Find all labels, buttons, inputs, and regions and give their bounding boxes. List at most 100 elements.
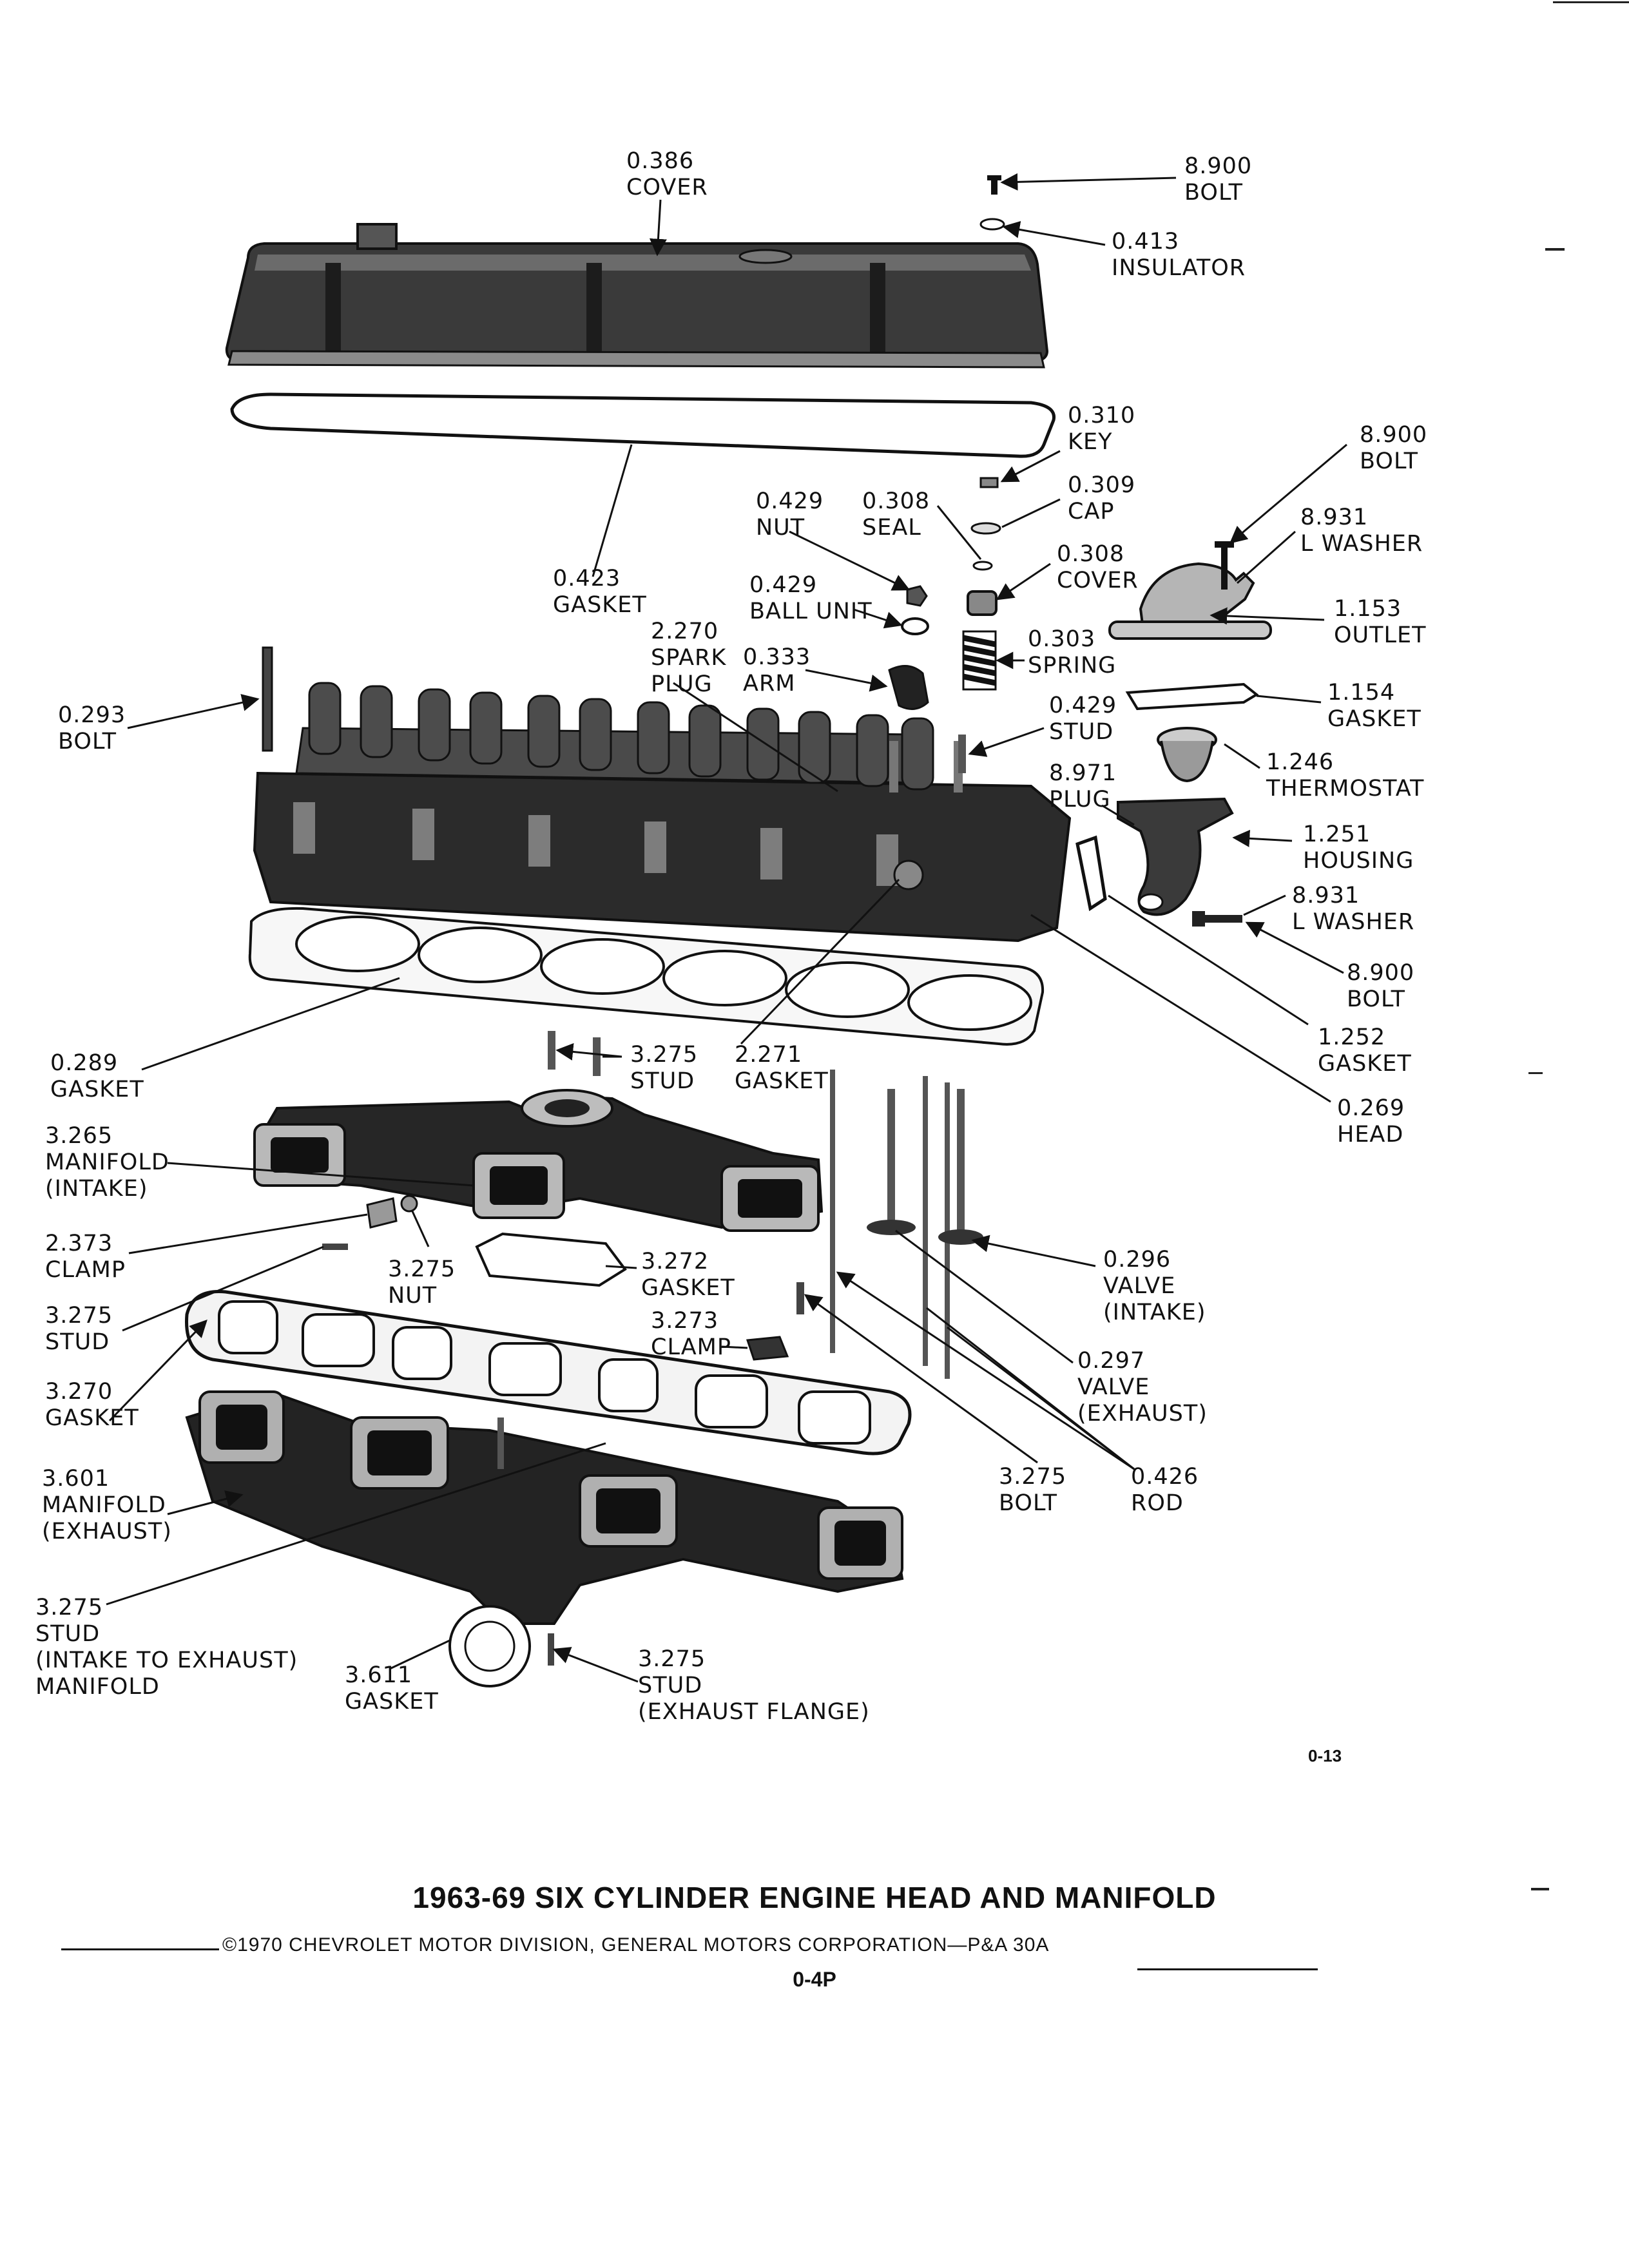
copyright-rule-left bbox=[61, 1948, 219, 1950]
callout-name: GASKET bbox=[1318, 1051, 1412, 1077]
manifold-stud-part bbox=[322, 1244, 348, 1250]
callout-name: CAP bbox=[1068, 499, 1115, 524]
leader-lines bbox=[106, 173, 1347, 1683]
callout-name: STUD bbox=[45, 1329, 110, 1355]
callout-ball-unit: 0.429 BALL UNIT bbox=[749, 572, 872, 625]
callout-name: ARM bbox=[743, 671, 796, 697]
callout-housing-bolt: 8.900 BOLT bbox=[1347, 960, 1414, 1013]
callout-intake-exhaust-stud: 3.275 STUD (INTAKE TO EXHAUST) MANIFOLD bbox=[35, 1595, 298, 1700]
callout-name-3: MANIFOLD bbox=[35, 1674, 160, 1700]
callout-number: 1.153 bbox=[1334, 596, 1402, 622]
callout-cover: 0.386 COVER bbox=[626, 148, 708, 201]
callout-name: SEAL bbox=[862, 515, 921, 541]
callout-name: GASKET bbox=[553, 592, 647, 618]
callout-exhaust-clamp: 3.273 CLAMP bbox=[651, 1308, 731, 1361]
valve-cap-part bbox=[970, 522, 1001, 535]
callout-number: 8.900 bbox=[1347, 960, 1415, 986]
callout-number: 0.303 bbox=[1028, 626, 1096, 652]
callout-number: 8.931 bbox=[1300, 505, 1369, 530]
callout-number: 0.296 bbox=[1103, 1247, 1171, 1273]
callout-number: 1.252 bbox=[1318, 1024, 1386, 1050]
callout-number: 0.426 bbox=[1131, 1464, 1199, 1490]
head-gasket-part bbox=[248, 907, 1045, 1046]
callout-name: BOLT bbox=[58, 729, 117, 754]
callout-exhaust-valve: 0.297 VALVE (EXHAUST) bbox=[1077, 1348, 1208, 1427]
page-title: 1963-69 SIX CYLINDER ENGINE HEAD AND MAN… bbox=[412, 1881, 1217, 1914]
callout-rocker-arm: 0.333 ARM bbox=[743, 644, 811, 697]
callout-number: 8.931 bbox=[1292, 883, 1360, 908]
callout-number: 0.297 bbox=[1077, 1348, 1146, 1374]
callout-number: 3.275 bbox=[35, 1595, 104, 1620]
callout-number: 0.308 bbox=[1057, 541, 1125, 567]
intake-manifold-part bbox=[253, 1089, 824, 1232]
callout-manifold-stud-2: 3.275 STUD bbox=[45, 1303, 113, 1356]
callout-plug-gasket: 2.271 GASKET bbox=[735, 1042, 829, 1095]
callout-valve-spring: 0.303 SPRING bbox=[1028, 626, 1116, 679]
callout-name: STUD bbox=[630, 1068, 695, 1094]
outlet-bolt-part bbox=[1215, 541, 1234, 590]
callout-name-2: (INTAKE) bbox=[45, 1176, 148, 1202]
callout-name: OUTLET bbox=[1334, 622, 1427, 648]
callout-spark-plug: 2.270 SPARK PLUG bbox=[651, 619, 726, 698]
callout-number: 0.429 bbox=[756, 488, 824, 514]
callout-exhaust-manifold: 3.601 MANIFOLD (EXHAUST) bbox=[42, 1466, 172, 1545]
callout-number: 0.309 bbox=[1068, 472, 1136, 498]
callout-housing-gasket: 1.252 GASKET bbox=[1318, 1024, 1412, 1077]
callout-name: ROD bbox=[1131, 1490, 1184, 1516]
callout-valve-seal: 0.308 SEAL bbox=[862, 488, 930, 541]
callout-name-2: (EXHAUST FLANGE) bbox=[638, 1699, 870, 1725]
rocker-cover-part bbox=[225, 223, 1049, 369]
callout-number: 3.272 bbox=[641, 1249, 709, 1274]
rocker-stud-part bbox=[958, 735, 966, 773]
callout-number: 0.429 bbox=[1049, 693, 1117, 718]
callout-number: 3.275 bbox=[638, 1646, 706, 1672]
callout-cylinder-head: 0.269 HEAD bbox=[1337, 1095, 1405, 1148]
callout-name: GASKET bbox=[1327, 706, 1422, 732]
scan-mark bbox=[1531, 1888, 1549, 1890]
callout-number: 2.271 bbox=[735, 1042, 803, 1068]
callout-name: BOLT bbox=[1184, 180, 1244, 206]
callout-rocker-nut: 0.429 NUT bbox=[756, 488, 824, 541]
callout-name: VALVE bbox=[1077, 1374, 1150, 1400]
callout-name: STUD bbox=[1049, 719, 1114, 745]
housing-gasket-part bbox=[1075, 835, 1107, 912]
callout-thermostat: 1.246 THERMOSTAT bbox=[1266, 749, 1424, 802]
callout-flange-stud: 3.275 STUD (EXHAUST FLANGE) bbox=[638, 1646, 870, 1725]
callout-number: 8.900 bbox=[1360, 422, 1428, 448]
callout-name: HOUSING bbox=[1303, 848, 1414, 874]
insulator-part bbox=[979, 218, 1005, 231]
callout-outlet-washer: 8.931 L WASHER bbox=[1300, 505, 1423, 557]
callout-insulator: 0.413 INSULATOR bbox=[1112, 229, 1246, 282]
callout-number: 3.270 bbox=[45, 1379, 113, 1405]
callout-number: 3.265 bbox=[45, 1123, 113, 1149]
callout-heat-valve-gasket: 3.272 GASKET bbox=[641, 1249, 735, 1302]
callout-number: 1.251 bbox=[1303, 822, 1371, 847]
callout-valve-cap: 0.309 CAP bbox=[1068, 472, 1135, 525]
callout-head-gasket: 0.289 GASKET bbox=[50, 1050, 144, 1103]
rocker-nut-part bbox=[906, 585, 928, 607]
callout-number: 3.275 bbox=[388, 1256, 456, 1282]
callout-name: PLUG bbox=[1049, 787, 1111, 812]
callout-manifold-stud: 3.275 STUD bbox=[630, 1042, 698, 1095]
callout-number: 3.275 bbox=[630, 1042, 699, 1068]
callout-number: 2.270 bbox=[651, 619, 719, 644]
callout-name: GASKET bbox=[641, 1275, 735, 1301]
callout-number: 0.413 bbox=[1112, 229, 1180, 255]
callout-number: 0.386 bbox=[626, 148, 695, 174]
valve-spring-part bbox=[962, 630, 997, 691]
callout-valve-key: 0.310 KEY bbox=[1068, 403, 1135, 456]
callout-intake-clamp: 2.373 CLAMP bbox=[45, 1231, 126, 1283]
callout-valve-cover: 0.308 COVER bbox=[1057, 541, 1139, 594]
callout-number: 8.900 bbox=[1184, 153, 1253, 179]
callout-name: GASKET bbox=[50, 1077, 144, 1102]
copyright-rule-right bbox=[1137, 1968, 1318, 1970]
manifold-studs-part bbox=[548, 1031, 601, 1076]
pushrods-part bbox=[830, 1070, 950, 1379]
callout-head-bolt: 0.293 BOLT bbox=[58, 702, 126, 755]
rocker-arm-part bbox=[888, 665, 929, 710]
callout-rocker-stud: 0.429 STUD bbox=[1049, 693, 1117, 745]
callout-name: COVER bbox=[626, 175, 708, 200]
callout-name: KEY bbox=[1068, 429, 1113, 455]
callout-name: NUT bbox=[756, 515, 805, 541]
